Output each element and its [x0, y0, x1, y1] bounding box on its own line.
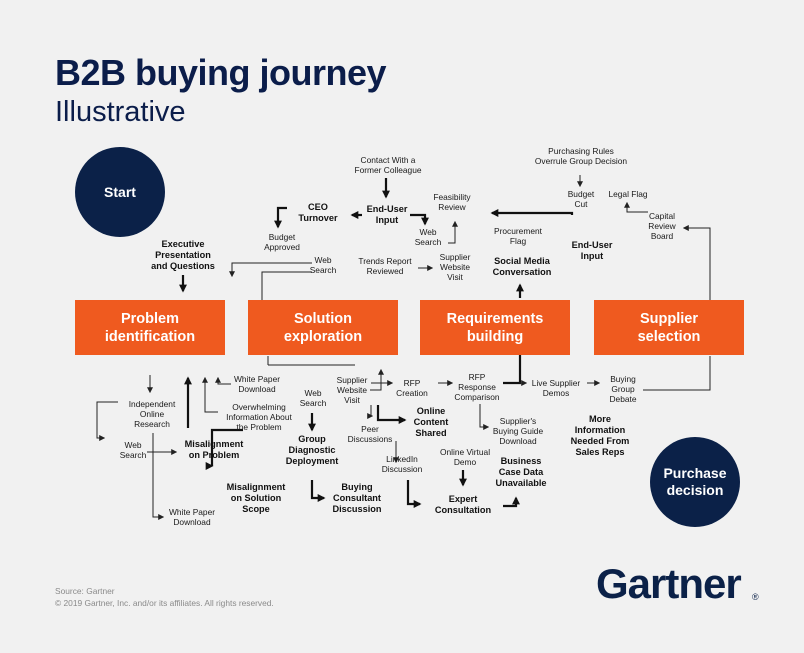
stage-2-line2: exploration — [284, 329, 362, 345]
copyright-line: © 2019 Gartner, Inc. and/or its affiliat… — [55, 598, 274, 608]
arrow-visit-up — [370, 368, 384, 391]
arrow-capital-legal — [624, 201, 648, 213]
stage-3-line2: building — [467, 329, 523, 345]
purchase-label-line1: Purchase — [663, 465, 726, 481]
arrow-independent-whitepaper — [152, 433, 165, 520]
arrow-visit-peer — [367, 405, 374, 419]
stage-1-line1: Problem — [121, 311, 179, 327]
arrow-supplier-capital — [682, 225, 711, 300]
stage-requirements-building — [420, 300, 570, 355]
stage-3-line1: Requirements — [447, 311, 544, 327]
stage-solution-exploration — [248, 300, 398, 355]
source-note: Source: Gartner © 2019 Gartner, Inc. and… — [55, 585, 274, 609]
stage-problem-identification — [75, 300, 225, 355]
arrow-budget-web — [229, 262, 312, 278]
start-label: Start — [104, 184, 136, 200]
arrow-visit-content — [376, 405, 407, 424]
arrow-independent-web — [96, 401, 118, 441]
arrow-ceo-budget — [274, 206, 287, 229]
start-circle — [75, 147, 165, 237]
line-response-req — [503, 355, 522, 385]
arrow-web-feasibility — [448, 220, 458, 244]
arrow-group-consultant — [310, 480, 326, 502]
registered-mark: ® — [752, 592, 759, 602]
stage-supplier-selection — [594, 300, 744, 355]
page-subtitle: Illustrative — [55, 96, 186, 128]
arrow-linkedin-expert — [406, 480, 422, 508]
stage-4-line2: selection — [638, 329, 701, 345]
line-misalign-scope — [210, 428, 243, 466]
arrow-expert-case — [503, 496, 520, 508]
purchase-decision-circle — [650, 437, 740, 527]
arrow-response-guide — [479, 404, 490, 430]
arrow-whitepaper-problem — [215, 376, 231, 385]
stage-2-line1: Solution — [294, 311, 352, 327]
source-line: Source: Gartner — [55, 586, 115, 596]
arrow-overwhelming-problem — [202, 376, 218, 413]
purchase-label-line2: decision — [667, 482, 724, 498]
label-legal-flag: Legal Flag — [608, 189, 647, 199]
line-debate-supplier — [643, 356, 711, 391]
arrow-enduser-web — [410, 213, 429, 226]
line-solution-web — [261, 271, 312, 300]
stage-1-line2: identification — [105, 329, 195, 345]
gartner-logo: Gartner — [596, 560, 742, 607]
arrow-enduser2-procurement — [490, 209, 574, 217]
page-title: B2B buying journey — [55, 52, 387, 93]
stage-4-line1: Supplier — [640, 311, 698, 327]
